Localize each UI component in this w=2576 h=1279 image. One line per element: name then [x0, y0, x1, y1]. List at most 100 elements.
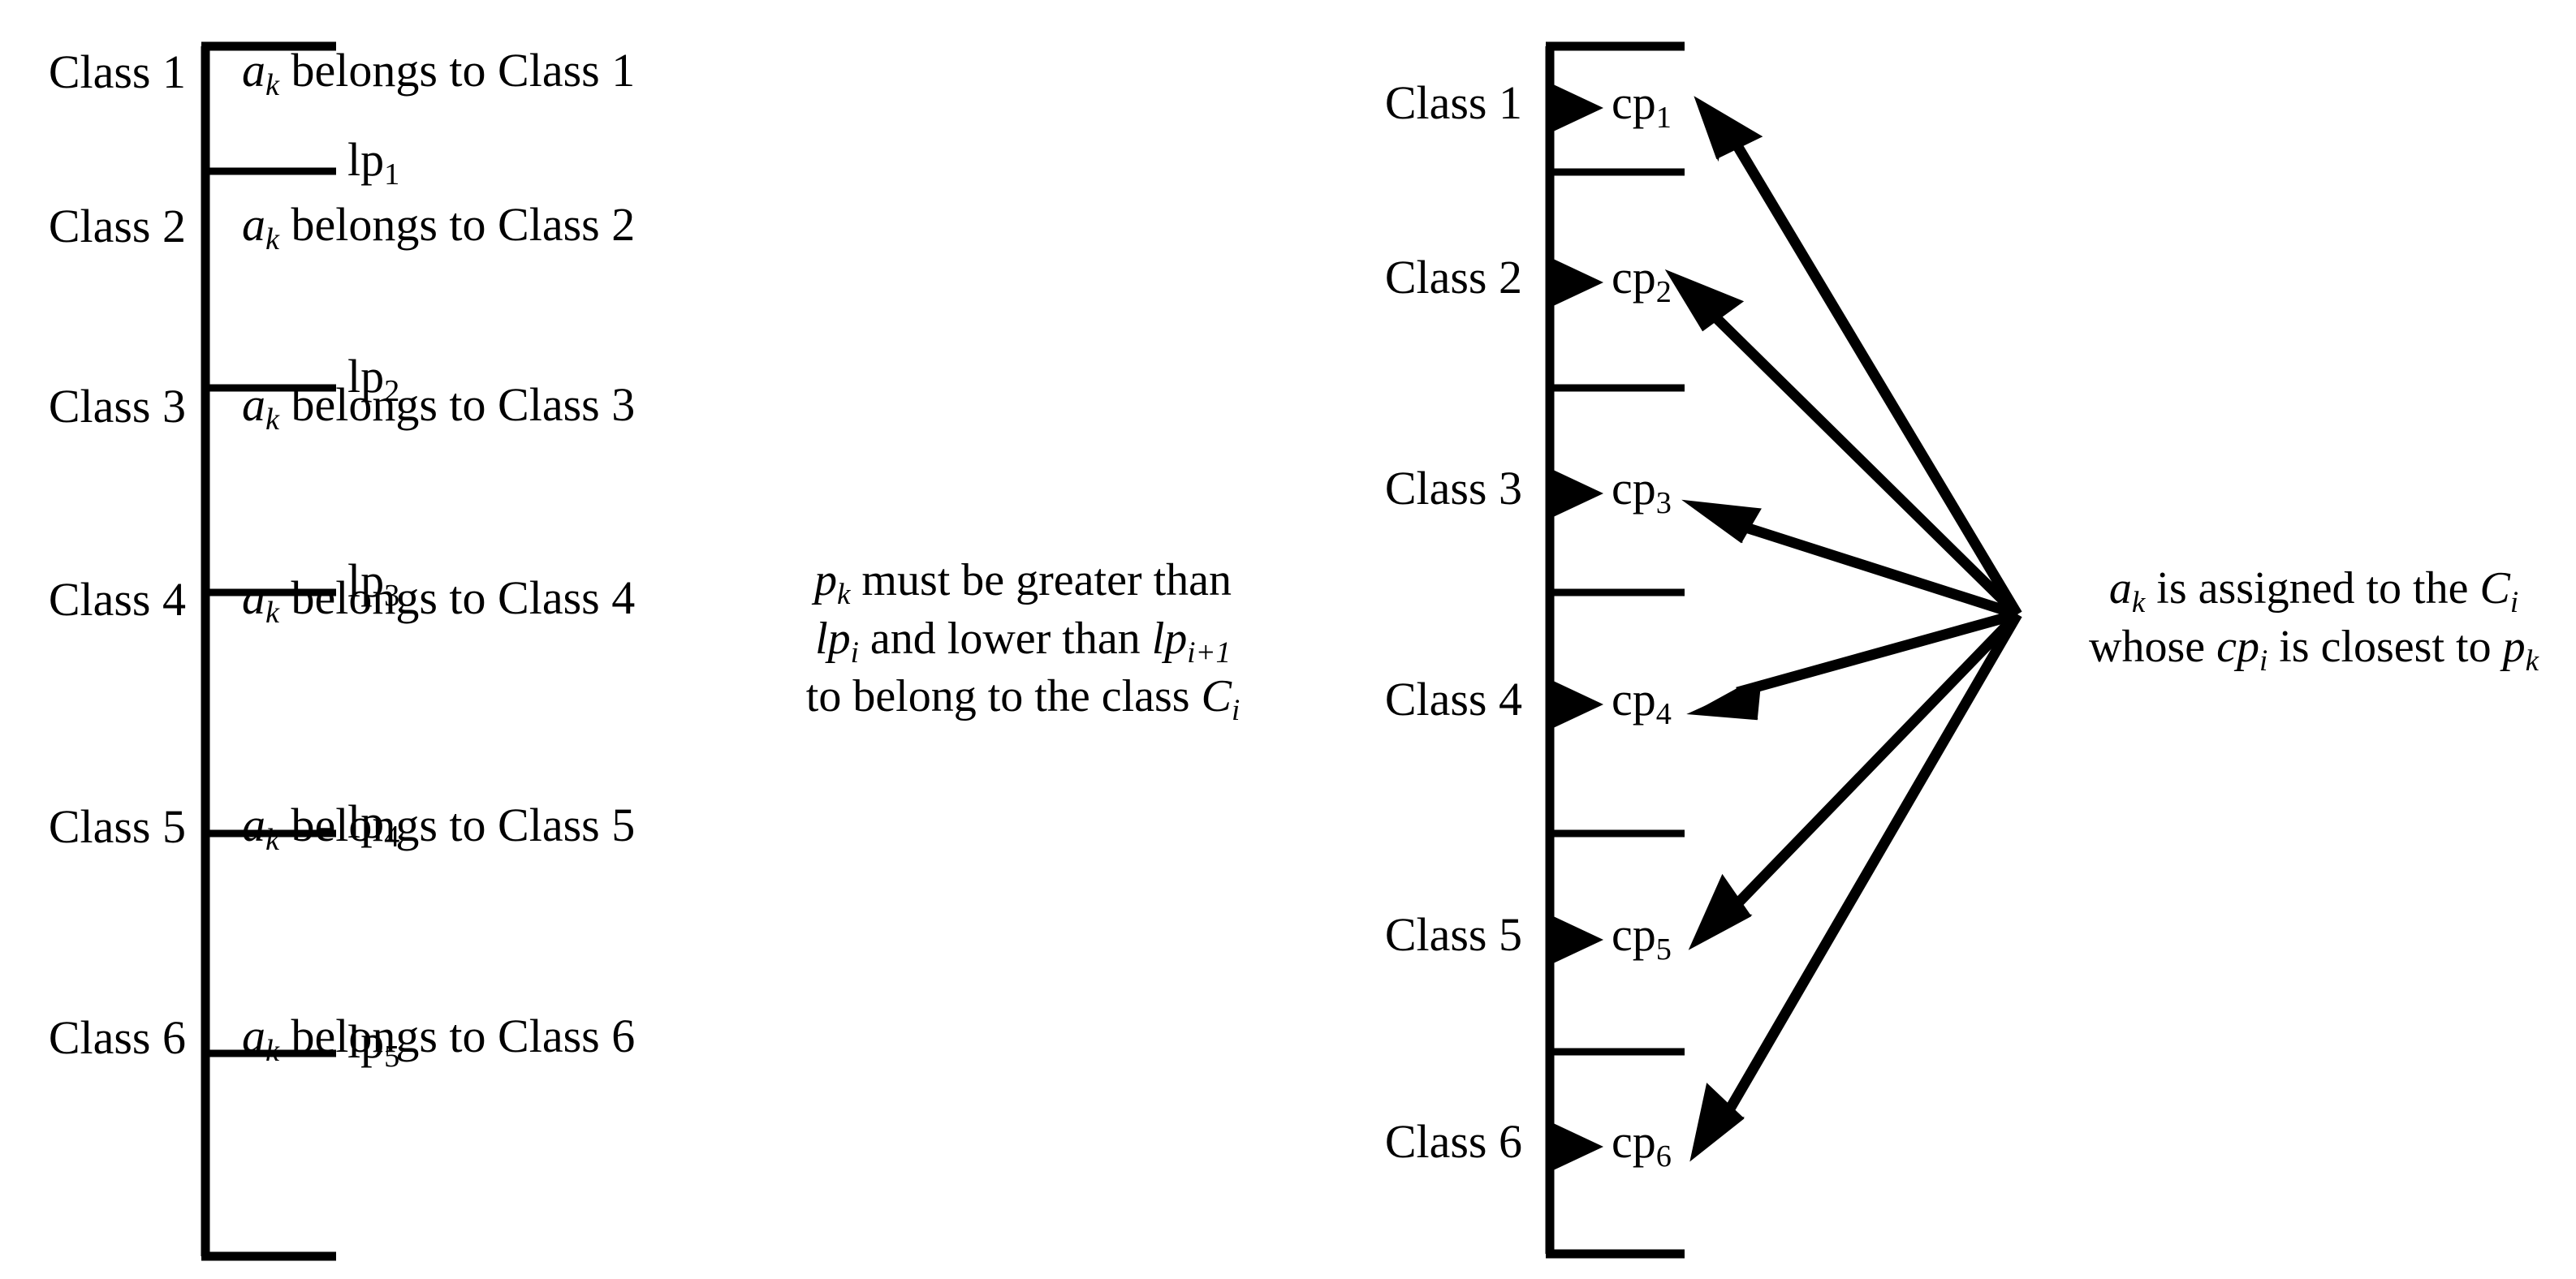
subscript-k: k	[265, 1034, 279, 1069]
left-boundary-label-lp1: lp1	[347, 133, 399, 191]
left-boundary-label-lp5: lp5	[347, 1015, 399, 1073]
cp-subscript: 6	[1655, 1139, 1672, 1174]
cp-subscript: 5	[1655, 932, 1672, 967]
lp-subscript: 2	[384, 374, 400, 409]
left-boundary-label-lp4: lp4	[347, 799, 399, 853]
right-class-label-4: Class 4	[1384, 673, 1522, 726]
cp-subscript: 1	[1655, 101, 1672, 136]
variable-a: a	[242, 799, 265, 851]
lp-subscript: 3	[384, 579, 400, 614]
variable-a: a	[242, 378, 265, 431]
cp-base: cp	[1612, 462, 1656, 515]
arrow-to-cp-2	[1664, 269, 2022, 618]
right-class-label-6: Class 6	[1384, 1115, 1522, 1168]
cp-marker-6-icon	[1550, 1122, 1603, 1172]
subscript-i: i	[2259, 643, 2268, 677]
right-note-text: is assigned to the	[2145, 563, 2480, 614]
lp-base: lp	[347, 554, 385, 607]
subscript-k: k	[265, 68, 279, 103]
cp-marker-2-icon	[1550, 257, 1603, 308]
variable-a: a	[242, 44, 265, 97]
variable-C: C	[1201, 671, 1232, 722]
subscript-k: k	[265, 403, 279, 437]
cp-subscript: 2	[1655, 275, 1672, 310]
right-cp-label-5: cp5	[1612, 908, 1672, 966]
variable-p: p	[2502, 621, 2526, 672]
left-class-label-3: Class 3	[48, 380, 186, 433]
interval-text-rest: belongs to Class 1	[278, 44, 636, 97]
right-note-text: whose	[2089, 621, 2217, 672]
cp-marker-group	[1550, 83, 1603, 1172]
variable-a: a	[242, 1010, 265, 1062]
cp-base: cp	[1612, 673, 1656, 726]
cp-base: cp	[1612, 251, 1656, 304]
subscript-k: k	[2525, 643, 2539, 677]
right-cp-label-6: cp6	[1612, 1115, 1672, 1173]
interval-text-rest: belongs to Class 5	[278, 799, 636, 851]
arrow-to-cp-5	[1688, 610, 2022, 950]
arrow-to-cp-1	[1694, 96, 2022, 618]
arrow-to-cp-3	[1681, 499, 2019, 620]
arrow-to-cp-4	[1686, 609, 2019, 721]
subscript-k: k	[265, 222, 279, 257]
right-note-text: is closest to	[2267, 621, 2503, 672]
variable-C: C	[2479, 563, 2510, 614]
lp-subscript: 4	[384, 820, 400, 855]
right-note: ak is assigned to the Ci whose cpi is cl…	[2054, 560, 2574, 677]
lp-base: lp	[347, 350, 385, 403]
cp-base: cp	[1612, 908, 1656, 961]
right-class-label-2: Class 2	[1384, 251, 1522, 304]
left-interval-text-4: ak belongs to Class 4	[242, 575, 635, 629]
subscript-i-plus-1: i+1	[1187, 635, 1231, 669]
center-note-line-2: lpi and lower than lpi+1	[763, 610, 1283, 669]
variable-a: a	[242, 198, 265, 251]
cp-marker-4-icon	[1550, 679, 1603, 730]
right-class-label-3: Class 3	[1384, 462, 1522, 515]
cp-base: cp	[1612, 1115, 1656, 1168]
variable-cp: cp	[2216, 621, 2259, 672]
subscript-k: k	[836, 577, 851, 611]
right-cp-label-3: cp3	[1612, 462, 1672, 519]
right-axis-group	[1545, 41, 1685, 1259]
left-class-label-1: Class 1	[48, 45, 186, 98]
arrow-to-cp-6	[1689, 611, 2022, 1162]
subscript-k: k	[265, 823, 279, 858]
subscript-k: k	[2131, 585, 2146, 619]
variable-a: a	[2108, 563, 2132, 614]
interval-text-rest: belongs to Class 3	[278, 378, 636, 431]
center-note-text: and lower than	[858, 613, 1152, 664]
right-class-label-5: Class 5	[1384, 908, 1522, 961]
variable-p: p	[813, 555, 837, 605]
left-interval-text-3: ak belongs to Class 3	[242, 378, 636, 436]
lp-base: lp	[347, 795, 385, 848]
cp-marker-1-icon	[1550, 83, 1603, 133]
subscript-i: i	[2509, 585, 2519, 619]
left-class-label-4: Class 4	[48, 573, 186, 626]
right-cp-label-2: cp2	[1612, 251, 1672, 308]
interval-text-rest: belongs to Class 2	[278, 198, 636, 251]
interval-text-rest: belongs to Class 4	[278, 571, 636, 624]
left-interval-text-6: ak belongs to Class 6	[242, 1010, 636, 1067]
left-class-label-2: Class 2	[48, 200, 186, 252]
interval-text-rest: belongs to Class 6	[278, 1010, 636, 1062]
subscript-i: i	[1231, 693, 1241, 727]
subscript-k: k	[265, 596, 279, 631]
cp-subscript: 3	[1655, 486, 1672, 521]
cp-marker-5-icon	[1550, 915, 1603, 965]
right-class-label-1: Class 1	[1384, 76, 1522, 129]
assignment-arrow-group	[1664, 96, 2022, 1162]
right-note-line-2: whose cpi is closest to pk	[2054, 618, 2574, 677]
center-note-line-3: to belong to the class Ci	[763, 668, 1283, 726]
left-boundary-label-lp3: lp3	[347, 558, 399, 612]
center-note-line-1: pk must be greater than	[763, 552, 1283, 610]
left-interval-text-5: ak belongs to Class 5	[242, 799, 636, 856]
lp-subscript: 5	[384, 1040, 400, 1074]
left-class-label-6: Class 6	[48, 1011, 186, 1064]
right-note-line-1: ak is assigned to the Ci	[2054, 560, 2574, 618]
variable-lp-i: lp	[815, 613, 851, 664]
cp-subscript: 4	[1655, 697, 1672, 732]
lp-base: lp	[347, 1015, 385, 1068]
left-boundary-label-lp2: lp2	[347, 350, 399, 407]
lp-base: lp	[347, 133, 385, 186]
